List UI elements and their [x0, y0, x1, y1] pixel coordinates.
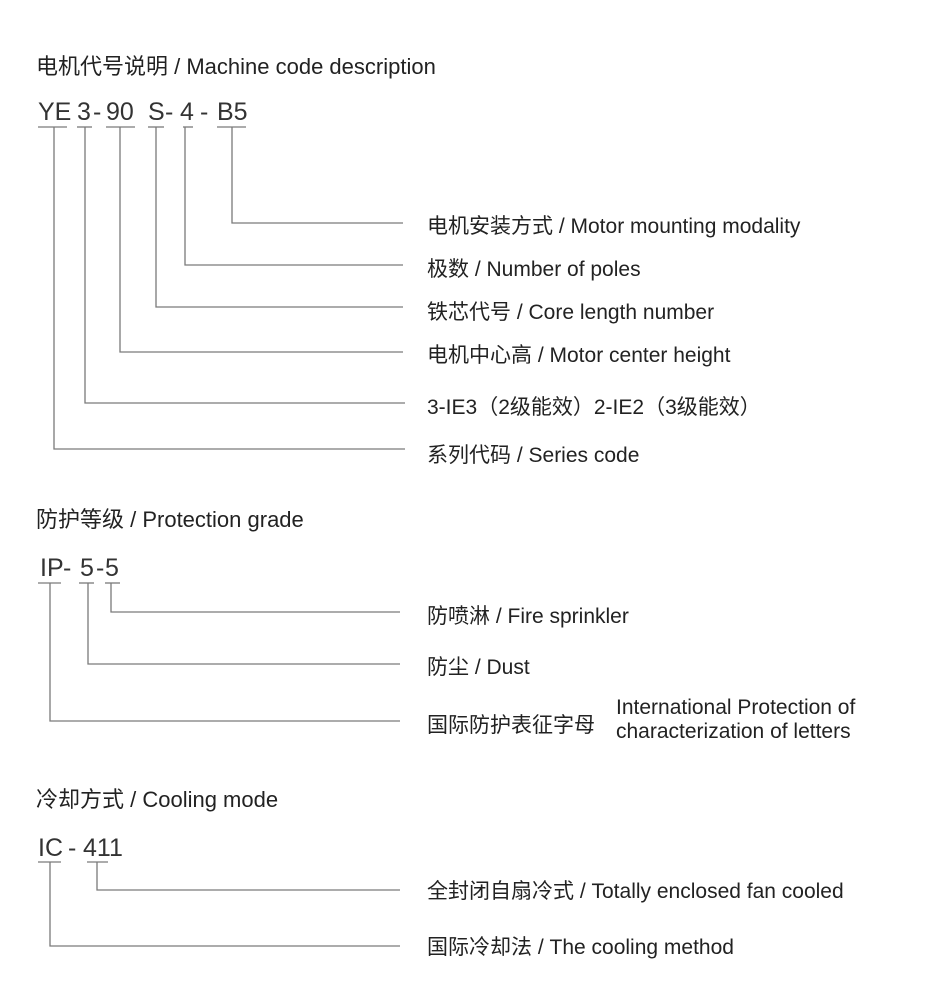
label-dust: 防尘 / Dust: [427, 656, 530, 679]
label-series: 系列代码 / Series code: [427, 444, 640, 467]
code-water: 5: [105, 554, 119, 582]
code-core: S: [148, 98, 165, 126]
label-ip-english-line1: International Protection of: [616, 696, 856, 719]
label-ip-english: International Protection of characteriza…: [616, 696, 855, 744]
label-sprinkler: 防喷淋 / Fire sprinkler: [427, 605, 629, 628]
cooling-title: 冷却方式 / Cooling mode: [36, 787, 279, 812]
code-cooling-number: 411: [83, 834, 123, 862]
label-ip-english-line2: characterization of letters: [616, 720, 851, 743]
code-poles: 4: [180, 98, 194, 126]
code-mounting: B5: [217, 98, 248, 126]
label-center-height: 电机中心高 / Motor center height: [427, 344, 731, 367]
code-dash: -: [200, 98, 209, 126]
label-mounting: 电机安装方式 / Motor mounting modality: [427, 215, 801, 238]
label-core: 铁芯代号 / Core length number: [427, 301, 715, 324]
code-dash: -: [63, 554, 72, 582]
code-dust: 5: [80, 554, 94, 582]
label-fan-cooled: 全封闭自扇冷式 / Totally enclosed fan cooled: [427, 880, 844, 903]
protection-title: 防护等级 / Protection grade: [36, 507, 304, 532]
code-dash: -: [93, 98, 102, 126]
code-height: 90: [106, 98, 134, 126]
label-cooling-method: 国际冷却法 / The cooling method: [427, 936, 734, 959]
code-dash: -: [68, 834, 77, 862]
label-efficiency: 3-IE3（2级能效）2-IE2（3级能效）: [427, 396, 761, 419]
code-dash: -: [165, 98, 174, 126]
label-ip-letters: 国际防护表征字母: [427, 714, 595, 737]
code-yE: YE: [38, 98, 72, 126]
code-ip: IP: [40, 554, 64, 582]
code-efficiency: 3: [77, 98, 91, 126]
label-poles: 极数 / Number of poles: [427, 258, 641, 281]
code-dash: -: [96, 554, 105, 582]
code-ic: IC: [38, 834, 63, 862]
machine-code-title: 电机代号说明 / Machine code description: [36, 54, 436, 79]
